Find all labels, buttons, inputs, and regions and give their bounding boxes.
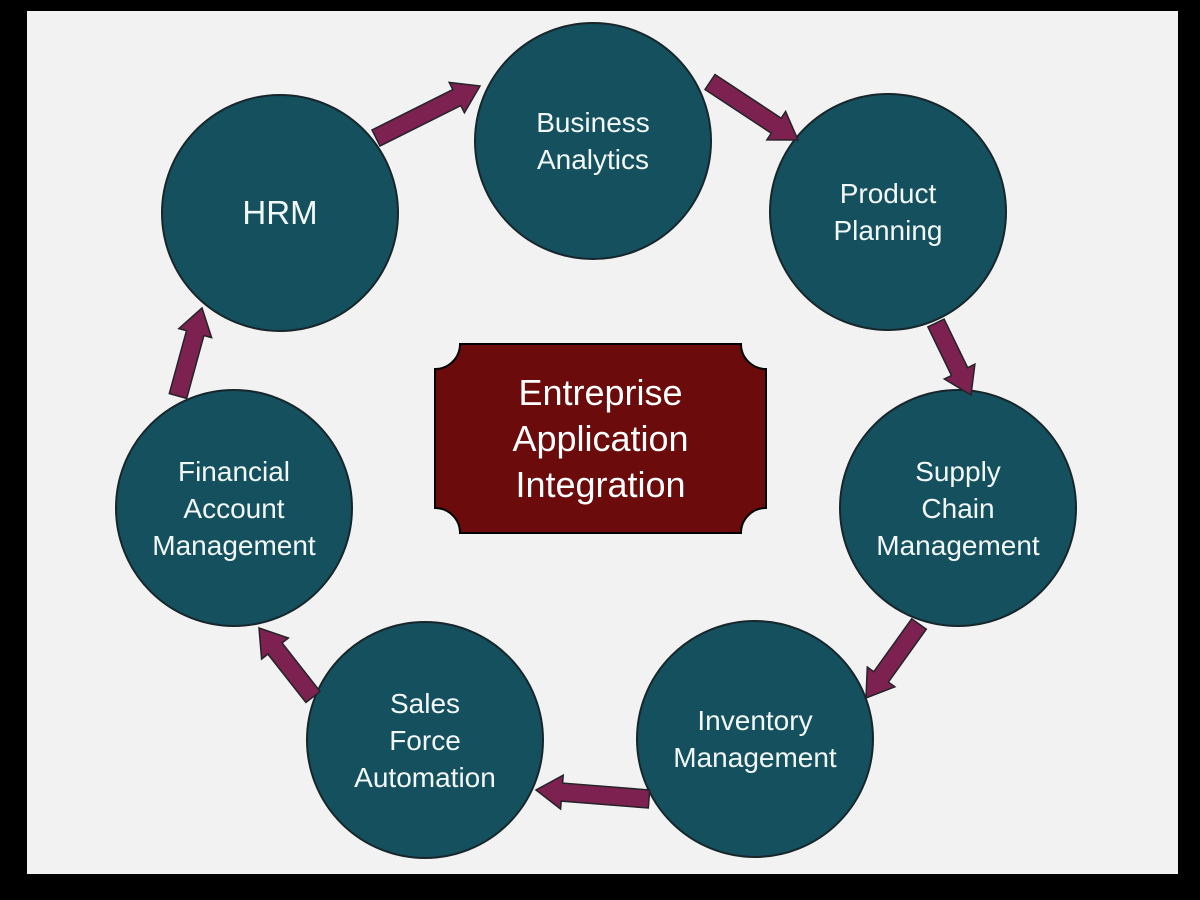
node-label: Sales Force Automation xyxy=(354,687,496,793)
node-label: HRM xyxy=(242,194,318,231)
node-hrm: HRM xyxy=(161,94,399,332)
node-sales-force-automation: Sales Force Automation xyxy=(306,621,544,859)
node-label: Inventory Management xyxy=(673,705,837,773)
node-label: Product Planning xyxy=(833,178,943,246)
node-label: Supply Chain Management xyxy=(876,455,1040,561)
node-label: Business Analytics xyxy=(536,107,650,175)
node-business-analytics: Business Analytics xyxy=(474,22,712,260)
node-financial-account-management: Financial Account Management xyxy=(115,389,353,627)
node-label: Financial Account Management xyxy=(152,455,316,561)
node-inventory-management: Inventory Management xyxy=(636,620,874,858)
center-plaque-label: Entreprise Application Integration xyxy=(512,372,689,505)
node-product-planning: Product Planning xyxy=(769,93,1007,331)
node-supply-chain-management: Supply Chain Management xyxy=(839,389,1077,627)
